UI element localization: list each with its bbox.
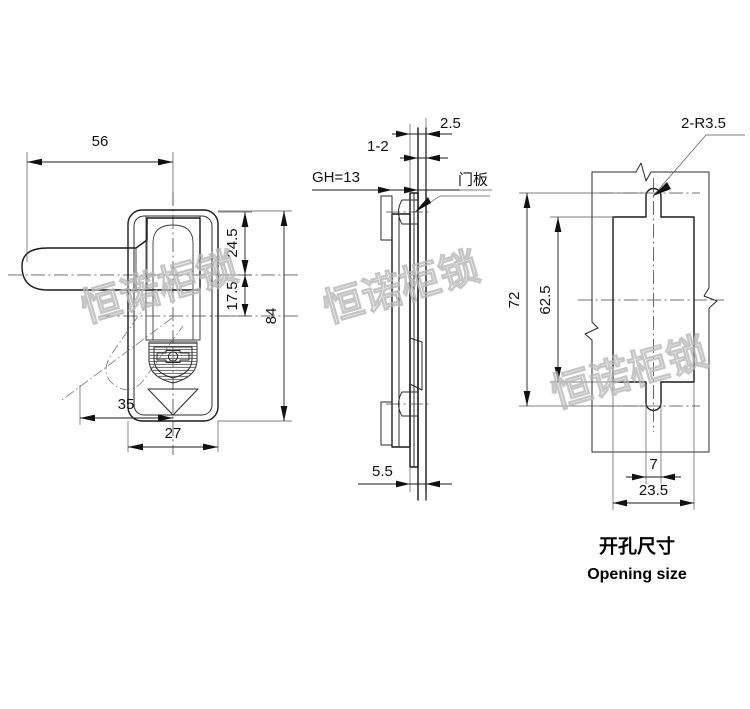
panel-outline-with-breaks bbox=[584, 162, 718, 453]
escutcheon-inner-border bbox=[153, 346, 193, 379]
dim-slot-width: 7 bbox=[626, 403, 681, 484]
key-cylinder-circle bbox=[167, 351, 179, 362]
front-view: 56 24.5 17.5 84 bbox=[8, 133, 300, 455]
lock-body-side bbox=[391, 213, 411, 448]
opening-view: 2-R3.5 72 62.5 7 bbox=[506, 115, 745, 583]
dim-back-depth: 5.5 bbox=[358, 463, 452, 500]
dim-label-84: 84 bbox=[263, 308, 280, 325]
lock-body-outer bbox=[127, 209, 219, 422]
dim-handle-length: 56 bbox=[26, 133, 174, 262]
direction-triangle bbox=[147, 388, 199, 416]
handle-finger-grip bbox=[152, 224, 194, 290]
dim-label-72: 72 bbox=[506, 292, 523, 309]
dim-label-35: 35 bbox=[118, 396, 135, 413]
door-panel-label: 门板 bbox=[458, 171, 488, 189]
dim-lower-section: 17.5 bbox=[218, 275, 252, 317]
dim-label-27: 27 bbox=[165, 425, 182, 442]
lower-pin bbox=[398, 391, 419, 417]
dim-label-1-2: 1-2 bbox=[367, 138, 389, 155]
latch-cam bbox=[409, 337, 423, 391]
lower-mount-clip bbox=[380, 401, 393, 446]
handle-open-position-phantom bbox=[105, 301, 184, 391]
dim-body-width: 27 bbox=[127, 421, 219, 452]
dim-label-gh: GH=13 bbox=[312, 169, 360, 186]
dim-label-2-5: 2.5 bbox=[440, 115, 461, 132]
door-panel-callout: 门板 bbox=[392, 171, 492, 213]
dim-gh: GH=13 bbox=[312, 169, 392, 194]
keyway-slot bbox=[156, 350, 190, 363]
dim-label-23-5: 23.5 bbox=[639, 482, 668, 499]
dim-panel-thickness: 1-2 bbox=[367, 138, 448, 162]
dim-upper-section: 24.5 bbox=[218, 211, 252, 276]
dim-opening-body-height: 62.5 bbox=[537, 216, 614, 383]
dim-label-17-5: 17.5 bbox=[224, 281, 241, 310]
dim-label-7: 7 bbox=[649, 456, 657, 473]
side-view: 2.5 1-2 GH=13 门板 bbox=[312, 115, 492, 501]
dim-label-62-5: 62.5 bbox=[537, 285, 554, 314]
dim-opening-overall-height: 72 bbox=[506, 192, 648, 407]
radius-callout: 2-R3.5 bbox=[652, 115, 745, 197]
dim-handle-offset: 35 bbox=[79, 385, 173, 425]
dim-body-height: 84 bbox=[218, 210, 292, 422]
opening-size-title-en: Opening size bbox=[587, 566, 687, 583]
upper-pin bbox=[398, 199, 419, 225]
dim-label-56: 56 bbox=[92, 133, 109, 150]
dim-label-2-r3-5: 2-R3.5 bbox=[681, 115, 726, 132]
lock-handle-lever bbox=[21, 217, 201, 291]
upper-mount-clip bbox=[380, 195, 393, 241]
dim-label-5-5: 5.5 bbox=[372, 463, 393, 480]
dim-bezel-thickness: 2.5 bbox=[392, 115, 461, 190]
dim-label-24-5: 24.5 bbox=[224, 228, 241, 257]
opening-size-title-cn: 开孔尺寸 bbox=[599, 535, 675, 558]
dim-opening-body-width: 23.5 bbox=[612, 382, 695, 510]
